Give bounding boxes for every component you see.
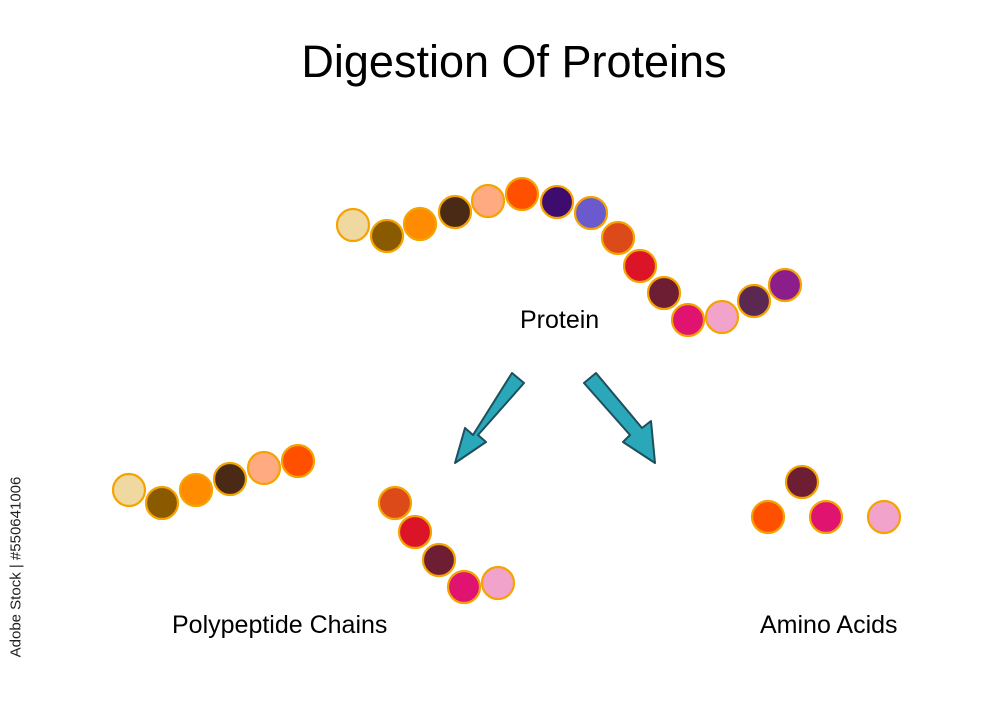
arrow-left [454, 372, 525, 464]
amino-acid-bead-1 [784, 464, 820, 500]
polypeptide-chain-1-bead-1 [111, 472, 147, 508]
protein-chain-bead-3 [402, 206, 438, 242]
protein-chain-bead-15 [767, 267, 803, 303]
arrow-right [583, 372, 656, 464]
polypeptide-chain-2 [377, 485, 516, 605]
polypeptide-chain-2-bead-4 [446, 569, 482, 605]
protein-chain-bead-6 [504, 176, 540, 212]
polypeptide-chain-2-bead-2 [397, 514, 433, 550]
protein-chain-bead-8 [573, 195, 609, 231]
watermark-text: Adobe Stock | #550641006 [7, 476, 25, 658]
polypeptide-chain-2-bead-1 [377, 485, 413, 521]
protein-chain-bead-9 [600, 220, 636, 256]
protein-chain-bead-1 [335, 207, 371, 243]
amino-acids-label: Amino Acids [760, 611, 898, 639]
protein-chain [335, 176, 803, 338]
protein-chain-bead-10 [622, 248, 658, 284]
polypeptide-chain-1-bead-6 [280, 443, 316, 479]
protein-chain-bead-12 [670, 302, 706, 338]
page-title: Digestion Of Proteins [301, 36, 727, 87]
protein-label: Protein [520, 306, 600, 334]
polypeptide-chain-1-bead-3 [178, 472, 214, 508]
watermark: Adobe Stock | #550641006 [6, 462, 26, 672]
polypeptide-chain-2-bead-3 [421, 542, 457, 578]
amino-acid-group [750, 464, 902, 535]
protein-chain-bead-2 [369, 218, 405, 254]
protein-chain-bead-7 [539, 184, 575, 220]
amino-acid-bead-2 [750, 499, 786, 535]
polypeptide-chain-1-bead-4 [212, 461, 248, 497]
protein-chain-bead-14 [736, 283, 772, 319]
protein-chain-bead-13 [704, 299, 740, 335]
polypeptide-chain-1-bead-2 [144, 485, 180, 521]
protein-chain-bead-4 [437, 194, 473, 230]
polypeptide-chain-1 [111, 443, 316, 521]
polypeptide-chain-1-bead-5 [246, 450, 282, 486]
polypeptide-chain-2-bead-5 [480, 565, 516, 601]
polypeptide-chains-label: Polypeptide Chains [172, 611, 388, 639]
protein-chain-bead-5 [470, 183, 506, 219]
protein-chain-bead-11 [646, 275, 682, 311]
amino-acid-bead-4 [866, 499, 902, 535]
amino-acid-bead-3 [808, 499, 844, 535]
